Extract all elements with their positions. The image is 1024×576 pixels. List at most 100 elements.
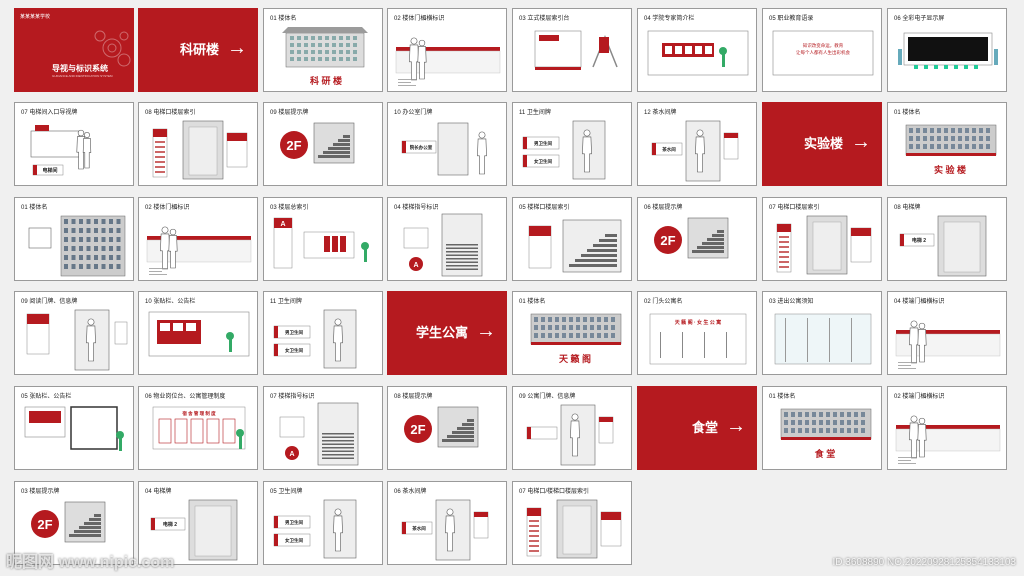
- card-label: 06 全彩电子显示屏: [894, 16, 945, 22]
- sign-text-male: 男卫生间: [285, 329, 303, 336]
- card-illustration: [395, 37, 501, 86]
- design-card-r2c4[interactable]: 10 办公室门牌院长办公室: [387, 102, 507, 186]
- card-illustration: [895, 320, 1001, 369]
- design-card-r5c2[interactable]: 06 物业岗位台、公寓管理制度宿 舍 管 理 制 度: [138, 386, 258, 470]
- card-label: 11 卫生间牌: [270, 299, 302, 305]
- design-card-r5c1[interactable]: 05 张贴栏、公告栏: [14, 386, 134, 470]
- quote-line-2: 让每个人都有人生出彩机会: [796, 49, 850, 56]
- stair-letter: A: [413, 262, 418, 269]
- design-card-r4c8[interactable]: 04 楼端门楣横标识: [887, 291, 1007, 375]
- design-card-r4c5[interactable]: 01 楼体名天 籁 阁: [512, 291, 632, 375]
- floor-label: 2F: [660, 233, 675, 248]
- card-illustration: [528, 219, 622, 273]
- design-card-r2c8[interactable]: 01 楼体名实 验 楼: [887, 102, 1007, 186]
- section-keyan-label: 科研楼: [179, 42, 219, 57]
- design-card-r3c2[interactable]: 02 楼体门楣标识: [138, 197, 258, 281]
- card-label: 10 张贴栏、公告栏: [145, 299, 196, 305]
- card-illustration: 电梯 2: [899, 215, 987, 277]
- design-card-r2c2[interactable]: 08 电梯口楼层索引: [138, 102, 258, 186]
- design-card-r3c5[interactable]: 05 楼梯口楼层索引: [512, 197, 632, 281]
- design-card-r4c2[interactable]: 10 张贴栏、公告栏: [138, 291, 258, 375]
- design-card-r4c3[interactable]: 11 卫生间牌男卫生间女卫生间: [263, 291, 383, 375]
- cover-subtitle: GUIDANCE AND IDENTIFICATION SYSTEM: [52, 74, 113, 78]
- design-card-r2c6[interactable]: 12 茶水间牌茶水间: [637, 102, 757, 186]
- gear-decoration: [94, 30, 131, 67]
- card-label: 08 楼层提示牌: [394, 394, 433, 400]
- design-card-r3c8[interactable]: 08 电梯牌电梯 2: [887, 197, 1007, 281]
- card-label: 10 办公室门牌: [394, 110, 433, 116]
- design-card-r6c2[interactable]: 04 电梯牌电梯 2: [138, 481, 258, 565]
- sign-text-female: 女卫生间: [285, 537, 303, 544]
- section-shiyan[interactable]: 实验楼→: [762, 102, 882, 186]
- design-card-r4c7[interactable]: 03 进出公寓须知: [762, 291, 882, 375]
- section-keyan[interactable]: 科研楼 →: [138, 8, 258, 92]
- card-illustration: 天 籁 阁: [530, 313, 622, 364]
- rules-title: 宿 舍 管 理 制 度: [182, 410, 216, 417]
- card-label: 06 物业岗位台、公寓管理制度: [145, 394, 226, 400]
- card-illustration: 2F: [31, 501, 106, 543]
- design-card-r1c6[interactable]: 04 学院专家简介栏: [637, 8, 757, 92]
- card-label: 01 楼体名: [21, 205, 48, 211]
- card-label: 03 楼层提示牌: [21, 489, 60, 495]
- design-card-r6c1[interactable]: 03 楼层提示牌 2F: [14, 481, 134, 565]
- design-card-r1c4[interactable]: 02 楼体门楣横标识: [387, 8, 507, 92]
- sign-text-female: 女卫生间: [534, 158, 552, 165]
- sign-text: 实 验 楼: [934, 164, 966, 175]
- design-card-r6c5[interactable]: 07 电梯口/楼梯口楼层索引: [512, 481, 632, 565]
- card-label: 01 楼体名: [894, 110, 921, 116]
- section-shitang[interactable]: 食堂→: [637, 386, 757, 470]
- design-card-r3c7[interactable]: 07 电梯口楼层索引: [762, 197, 882, 281]
- design-card-r6c3[interactable]: 05 卫生间牌男卫生间女卫生间: [263, 481, 383, 565]
- card-illustration: [526, 499, 622, 559]
- design-card-r5c7[interactable]: 01 楼体名食 堂: [762, 386, 882, 470]
- card-illustration: [774, 313, 872, 365]
- section-gongyu[interactable]: 学生公寓→: [387, 291, 507, 375]
- card-label: 05 卫生间牌: [270, 489, 303, 495]
- card-illustration: [148, 311, 250, 357]
- stair-letter: A: [289, 451, 294, 458]
- card-illustration: 院长办公室: [401, 122, 487, 176]
- design-card-r6c4[interactable]: 06 茶水间牌茶水间: [387, 481, 507, 565]
- card-label: 03 立式楼层索引台: [519, 16, 570, 22]
- design-card-r1c5[interactable]: 03 立式楼层索引台: [512, 8, 632, 92]
- gate-name: 天 籁 阁 · 女 生 公 寓: [675, 319, 721, 326]
- design-card-r5c5[interactable]: 09 公寓门牌、信息牌: [512, 386, 632, 470]
- design-card-r1c3[interactable]: 01 楼体名科 研 楼: [263, 8, 383, 92]
- card-illustration: 茶水间: [651, 120, 739, 182]
- sign-text: 食 堂: [814, 448, 836, 459]
- card-label: 09 阅读门牌、信息牌: [21, 299, 78, 305]
- watermark-left: 昵图网 www.nipic.com: [6, 554, 175, 571]
- card-illustration: 电梯间: [30, 125, 92, 176]
- design-card-r2c1[interactable]: 07 电梯间入口导视牌 电梯间: [14, 102, 134, 186]
- design-card-r5c8[interactable]: 02 楼端门楣横标识: [887, 386, 1007, 470]
- section-shitang-label: 食堂: [691, 420, 718, 435]
- design-card-r3c1[interactable]: 01 楼体名: [14, 197, 134, 281]
- card-illustration: 2F: [404, 406, 479, 448]
- card-label: 11 卫生间牌: [519, 110, 551, 116]
- arrow-right-icon: →: [476, 320, 496, 342]
- sign-text: 电梯 2: [912, 237, 926, 244]
- arrow-right-icon: →: [227, 37, 247, 59]
- card-label: 07 电梯口楼层索引: [769, 205, 820, 211]
- card-label: 05 职业教育语录: [769, 16, 814, 22]
- card-label: 05 楼梯口楼层索引: [519, 205, 570, 211]
- card-label: 08 电梯口楼层索引: [145, 110, 196, 116]
- design-card-r1c7[interactable]: 05 职业教育语录知识改变命运，教育让每个人都有人生出彩机会: [762, 8, 882, 92]
- card-illustration: 电梯 2: [150, 499, 238, 561]
- design-card-r4c1[interactable]: 09 阅读门牌、信息牌: [14, 291, 134, 375]
- design-card-r2c5[interactable]: 11 卫生间牌男卫生间女卫生间: [512, 102, 632, 186]
- card-label: 09 楼层提示牌: [270, 110, 309, 116]
- design-card-r4c6[interactable]: 02 门头公寓名天 籁 阁 · 女 生 公 寓: [637, 291, 757, 375]
- card-illustration: [24, 406, 124, 451]
- design-card-r1c8[interactable]: 06 全彩电子显示屏: [887, 8, 1007, 92]
- design-card-r5c4[interactable]: 08 楼层提示牌 2F: [387, 386, 507, 470]
- card-label: 03 进出公寓须知: [769, 299, 814, 305]
